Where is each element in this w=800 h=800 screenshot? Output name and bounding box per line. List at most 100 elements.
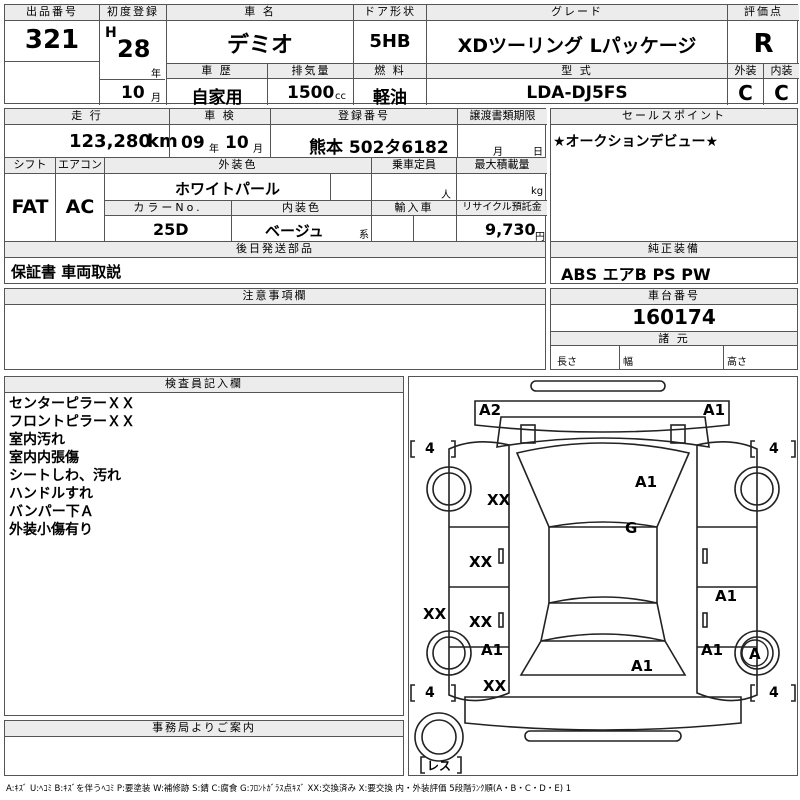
grade-label: グレード [427,5,727,21]
reg-label: 初度登録 [100,5,166,21]
car-name: デミオ [226,33,293,58]
damage-mark: XX [423,605,447,623]
inspector-label: 検査員記入欄 [5,377,403,393]
caution-block: 注意事項欄 [4,288,546,370]
damage-mark: XX [487,491,511,509]
color-no: 25D [153,220,189,239]
lot-number: 321 [24,25,80,55]
spare-label: レス [427,759,452,773]
interior: ベージュ [265,222,324,240]
disp-unit: cc [335,91,346,102]
door: 5HB [369,31,411,52]
equip-value: ABS エアB PS PW [561,265,711,284]
equip-label: 純正装備 [551,242,797,258]
color-label: 外装色 [105,158,371,174]
inspector-notes: センターピラーＸＸ フロントピラーＸＸ 室内汚れ 室内内張傷 シートしわ、汚れ … [9,395,135,539]
reg-year: 28 [117,35,151,63]
mileage-label: 走 行 [5,109,169,125]
fuel-label: 燃 料 [354,64,426,79]
disp: 1500 [287,83,335,103]
shift-label: シフト [5,158,55,174]
header-block: 出品番号 321 初度登録 H 28 年 10 月 車 名 デミオ ドア形状 5… [4,4,799,108]
chassis-block: 車台番号 160174 諸 元 長さ 幅 高さ [550,288,798,370]
caution-label: 注意事項欄 [5,289,545,305]
score-label: 評価点 [728,5,799,21]
sales-label: セールスポイント [551,109,797,125]
damage-mark: A1 [715,587,738,605]
damage-mark: A2 [479,401,502,419]
load-unit: kg [531,186,544,197]
damage-mark: A1 [481,641,504,659]
reg-year-unit: 年 [151,69,161,80]
note-item: シートしわ、汚れ [9,468,121,484]
note-item: 外装小傷有り [9,522,93,538]
mileage-unit: km [147,131,178,152]
interior-label: 内装色 [232,201,371,216]
transfer-label: 譲渡書類期限 [458,109,547,125]
history: 自家用 [191,88,243,108]
history-label: 車 歴 [167,64,267,79]
reg-month: 10 [121,83,145,103]
model-label: 型 式 [427,64,727,79]
dims-label: 諸 元 [551,331,797,346]
lot-label: 出品番号 [5,5,99,21]
later-label: 後日発送部品 [5,242,545,258]
insp-year-unit: 年 [209,144,219,155]
fuel: 軽油 [373,88,407,108]
ext-grade: C [738,81,753,105]
mileage-block: 走 行 123,280 km 車 検 09 年 10 月 登録番号 熊本 502… [4,108,547,159]
insp-month: 10 [225,133,249,153]
damage-mark: A [749,645,761,663]
interior-unit: 系 [359,230,369,241]
capacity-label: 乗車定員 [372,158,456,174]
damage-mark: G [625,519,638,537]
insp-month-unit: 月 [253,144,263,155]
note-item: センターピラーＸＸ [9,396,135,412]
model: LDA-DJ5FS [526,83,628,103]
damage-mark: A1 [635,473,658,491]
era: H [105,25,117,41]
car-name-label: 車 名 [167,5,353,21]
color: ホワイトパール [175,180,281,198]
note-item: 室内汚れ [9,432,65,448]
width-label: 幅 [623,357,633,368]
int-grade: C [774,81,789,105]
car-outline [410,380,796,774]
note-item: フロントピラーＸＸ [9,414,135,430]
later-value: 保証書 車両取説 [11,263,122,281]
plate: 熊本 502タ6182 [309,138,449,158]
load-label: 最大積載量 [457,158,547,174]
car-diagram: A2 A1 A1 XX G XX A1 XX XX A1 A1 A A1 XX … [408,376,798,776]
ac-label: エアコン [56,158,104,174]
note-item: バンパー下Ａ [9,504,94,520]
score: R [753,29,774,59]
color-no-label: カラーNo. [105,201,231,216]
door-label: ドア形状 [354,5,426,21]
tire-depth: 4 [425,685,435,701]
shift: FAT [11,196,49,218]
transfer-month-unit: 月 [493,147,503,158]
spec-block: シフト エアコン FAT AC 外装色 ホワイトパール 乗車定員 人 最大積載量… [4,158,547,243]
recycle-label: リサイクル預託金 [457,201,547,216]
grade: XDツーリング Lパッケージ [457,35,697,57]
later-parts-block: 後日発送部品 保証書 車両取説 [4,242,546,284]
transfer-day-unit: 日 [533,147,543,158]
legend: A:ｷｽﾞ U:ﾍｺﾐ B:ｷｽﾞを伴うﾍｺﾐ P:要塗装 W:補修跡 S:錆 … [6,784,572,794]
damage-mark: XX [469,553,493,571]
inspector-block: 検査員記入欄 センターピラーＸＸ フロントピラーＸＸ 室内汚れ 室内内張傷 シー… [4,376,404,716]
reg-month-unit: 月 [151,93,161,104]
inspection-label: 車 検 [170,109,270,125]
import-label: 輸入車 [372,201,456,216]
tire-depth: 4 [769,441,779,457]
damage-mark: XX [483,677,507,695]
disp-label: 排気量 [268,64,354,79]
damage-mark: A1 [631,657,654,675]
sales-point-block: セールスポイント ★オークションデビュー★ 純正装備 ABS エアB PS PW [550,108,798,284]
insp-year: 09 [181,133,205,153]
tire-depth: 4 [769,685,779,701]
damage-mark: XX [469,613,493,631]
damage-mark: A1 [701,641,724,659]
damage-mark: A1 [703,401,726,419]
ext-label: 外装 [728,64,763,79]
note-item: ハンドルすれ [9,486,93,502]
